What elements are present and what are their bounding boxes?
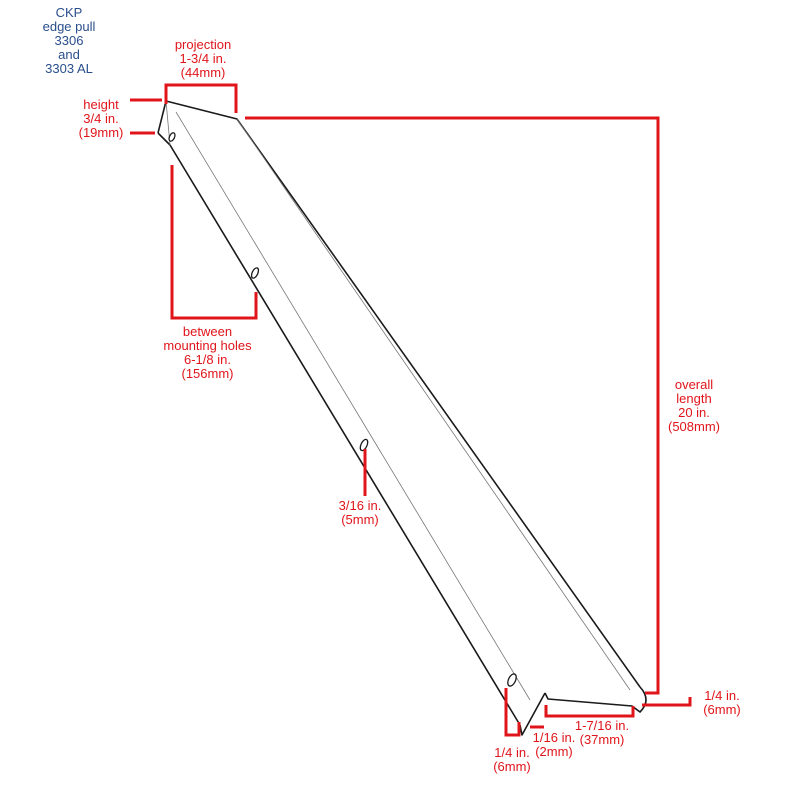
height-dim-line — [130, 98, 162, 135]
flange-right-dim-line — [642, 697, 692, 707]
label-line: 6-1/8 in. — [184, 352, 231, 367]
label-line: (6mm) — [493, 759, 531, 774]
thickness-label: 1/16 in. (2mm) — [528, 731, 580, 759]
projection-dim-line — [164, 83, 238, 113]
height-label: height 3/4 in. (19mm) — [72, 98, 130, 140]
bottom-lip-edge — [519, 692, 546, 736]
between-holes-label: between mounting holes 6-1/8 in. (156mm) — [160, 325, 255, 381]
label-line: length — [676, 391, 712, 406]
label-line: 1-3/4 in. — [179, 51, 227, 66]
label-line: (6mm) — [703, 702, 741, 717]
base-depth-dim-line — [544, 705, 635, 718]
edge-pull-outline — [157, 100, 647, 736]
label-line: (156mm) — [181, 366, 234, 381]
product-title-line: edge pull — [42, 19, 96, 34]
label-line: 3/4 in. — [83, 111, 119, 126]
product-title-line: 3306 — [54, 33, 84, 48]
mounting-hole — [359, 438, 369, 452]
label-line: 3/16 in. — [338, 498, 382, 513]
label-line: (5mm) — [341, 512, 379, 527]
label-line: 1/4 in. — [494, 745, 530, 760]
dimension-lines — [130, 83, 692, 737]
label-line: (37mm) — [579, 732, 625, 747]
mounting-hole — [250, 267, 260, 279]
flange-left-dim-line — [504, 688, 521, 737]
label-line: 1/4 in. — [704, 688, 740, 703]
projection-label: projection 1-3/4 in. (44mm) — [163, 38, 243, 80]
between-holes-dim-line — [170, 165, 258, 320]
label-line: overall — [674, 377, 714, 392]
label-line: (19mm) — [78, 125, 124, 140]
flange-right-label: 1/4 in. (6mm) — [697, 689, 747, 717]
mounting-holes — [168, 132, 517, 687]
inner-fold-line — [165, 100, 631, 701]
label-line: 1/16 in. — [532, 730, 576, 745]
front-face-edge — [157, 132, 521, 726]
mounting-hole — [507, 673, 517, 687]
label-line: projection — [174, 37, 232, 52]
flange-left-label: 1/4 in. (6mm) — [487, 746, 537, 774]
label-line: 1-7/16 in. — [574, 718, 630, 733]
label-line: between — [182, 324, 233, 339]
label-line: (508mm) — [667, 419, 720, 434]
product-title: CKP edge pull 3306 and 3303 AL — [36, 6, 102, 76]
mounting-hole — [168, 132, 176, 142]
label-line: (2mm) — [535, 744, 573, 759]
label-line: mounting holes — [163, 338, 252, 353]
overall-length-dim-line — [245, 116, 660, 695]
product-title-line: CKP — [55, 5, 83, 20]
rear-return-edge — [544, 686, 647, 713]
label-line: height — [83, 97, 119, 112]
label-line: 20 in. — [678, 405, 710, 420]
product-title-line: 3303 AL — [45, 61, 93, 76]
product-title-line: and — [58, 47, 80, 62]
overall-length-label: overall length 20 in. (508mm) — [660, 378, 728, 434]
label-line: (44mm) — [180, 65, 226, 80]
hole-diameter-label: 3/16 in. (5mm) — [330, 499, 390, 527]
top-flange-edge — [157, 100, 641, 688]
base-depth-label: 1-7/16 in. (37mm) — [568, 719, 636, 747]
